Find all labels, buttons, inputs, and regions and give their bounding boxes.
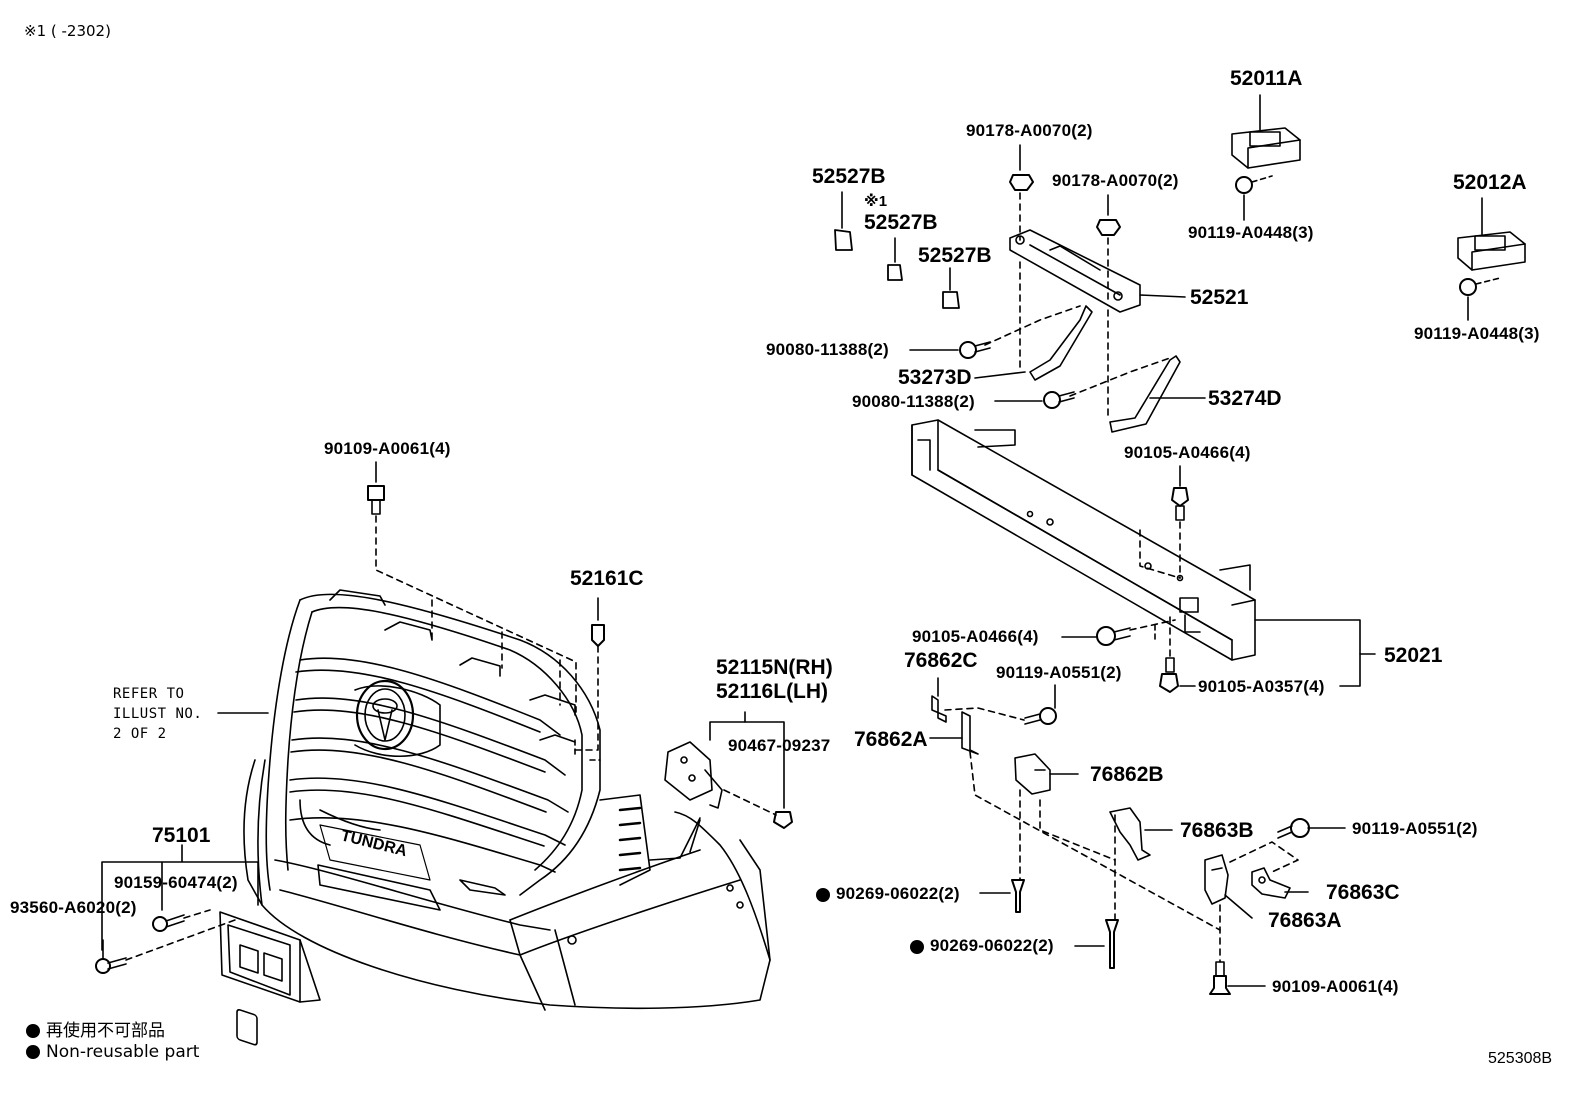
- label-76862B: 76862B: [1090, 763, 1164, 786]
- label-90178-b: 90178-A0070(2): [1052, 171, 1179, 190]
- label-90109-bottom: 90109-A0061(4): [1272, 977, 1399, 996]
- clip-52527B-c: [942, 267, 960, 309]
- bolt-90159: [152, 914, 185, 932]
- header-note: ※1 ( -2302): [24, 22, 111, 40]
- label-90119-A0448-b: 90119-A0448(3): [1414, 324, 1540, 343]
- support-52521: [1009, 229, 1141, 313]
- bracket-76862B: [1014, 753, 1051, 795]
- label-90159: 90159-60474(2): [114, 873, 238, 892]
- label-90269-a-text: 90269-06022(2): [836, 884, 960, 903]
- label-52021: 52021: [1384, 644, 1443, 667]
- label-90080-b: 90080-11388(2): [852, 392, 975, 411]
- non-reusable-marker: [816, 887, 830, 902]
- label-90467: 90467-09237: [728, 736, 831, 755]
- label-52115N: 52115N(RH): [716, 656, 833, 679]
- non-reusable-marker: [26, 1024, 40, 1038]
- tundra-emblem-text: TUNDRA: [339, 827, 409, 860]
- clip-52161C: [591, 597, 605, 647]
- label-90109-top: 90109-A0061(4): [324, 439, 451, 458]
- label-76862A: 76862A: [854, 728, 928, 751]
- bolt-90105-mid: [1096, 626, 1131, 646]
- label-90105-top: 90105-A0466(4): [1124, 443, 1251, 462]
- label-90105-A0357: 90105-A0357(4): [1198, 677, 1325, 696]
- figure-id: 525308B: [1488, 1050, 1553, 1067]
- nut-90178-a: [1009, 144, 1034, 191]
- label-76863A: 76863A: [1268, 909, 1342, 932]
- label-52527B-note: ※1: [864, 193, 888, 210]
- refer-note-line-1: REFER TO: [113, 686, 185, 702]
- label-52011A: 52011A: [1230, 67, 1303, 90]
- refer-note: REFER TO ILLUST NO. 2 OF 2: [113, 684, 202, 744]
- bolt-90080-b: [1043, 391, 1075, 409]
- refer-note-line-3: 2 OF 2: [113, 726, 167, 742]
- label-90080-a: 90080-11388(2): [766, 340, 889, 359]
- bolt-90109-top: [367, 461, 385, 515]
- bolt-93560: [95, 939, 127, 974]
- label-90269-a: 90269-06022(2): [816, 885, 960, 902]
- brace-53273D: [1029, 305, 1093, 381]
- label-90269-b: 90269-06022(2): [910, 937, 1054, 954]
- clip-52527B-a: [834, 191, 853, 251]
- bracket-76863C: [1251, 867, 1291, 899]
- brace-53274D: [1109, 355, 1181, 433]
- label-76862C: 76862C: [904, 649, 978, 672]
- label-90119-A0551-a: 90119-A0551(2): [996, 663, 1122, 682]
- clip-90269-b: [1105, 919, 1119, 969]
- bracket-76863A: [1204, 854, 1229, 905]
- label-52521: 52521: [1190, 286, 1249, 309]
- label-90119-A0448-a: 90119-A0448(3): [1188, 223, 1314, 242]
- label-90269-b-text: 90269-06022(2): [930, 936, 1054, 955]
- nut-90178-b: [1096, 194, 1121, 236]
- label-52161C: 52161C: [570, 567, 644, 590]
- label-90105-mid: 90105-A0466(4): [912, 627, 1039, 646]
- bracket-52115N: [664, 741, 723, 809]
- bracket-76862A: [961, 711, 979, 755]
- bracket-76862C: [931, 677, 947, 723]
- label-52012A: 52012A: [1453, 171, 1527, 194]
- label-53273D: 53273D: [898, 366, 972, 389]
- label-76863B: 76863B: [1180, 819, 1254, 842]
- label-52116L: 52116L(LH): [716, 680, 829, 703]
- leader-93560-bracket: [125, 919, 236, 961]
- non-reusable-marker: [26, 1045, 40, 1059]
- label-75101: 75101: [152, 824, 211, 847]
- bolt-90109-bottom: [1209, 961, 1231, 995]
- bracket-52012A: [1457, 197, 1526, 321]
- bolt-90119-A0551-b: [1277, 818, 1310, 839]
- legend-jp-text: 再使用不可部品: [46, 1021, 165, 1041]
- label-93560: 93560-A6020(2): [10, 898, 137, 917]
- bolt-90105-top: [1171, 465, 1189, 521]
- label-90178-a: 90178-A0070(2): [966, 121, 1093, 140]
- nut-90467: [773, 811, 793, 829]
- clip-52527B-b: [887, 237, 903, 281]
- legend-jp: 再使用不可部品: [26, 1016, 165, 1041]
- bumper-reinforcement-52021: [911, 419, 1256, 661]
- label-90119-A0551-b: 90119-A0551(2): [1352, 819, 1478, 838]
- legend-en-text: Non-reusable part: [46, 1042, 200, 1062]
- clip-90269-a: [1011, 879, 1025, 913]
- label-52527B-b: 52527B: [864, 211, 938, 234]
- non-reusable-marker: [910, 939, 924, 954]
- refer-note-line-2: ILLUST NO.: [113, 706, 203, 722]
- license-plate-bracket-drawing: [219, 911, 321, 1046]
- legend-en: Non-reusable part: [26, 1042, 199, 1062]
- label-76863C: 76863C: [1326, 881, 1400, 904]
- bracket-52011A: [1231, 94, 1301, 221]
- label-52527B-a: 52527B: [812, 165, 886, 188]
- bolt-90080-a: [959, 341, 991, 359]
- label-52527B-c: 52527B: [918, 244, 992, 267]
- bracket-76863B: [1109, 807, 1151, 861]
- bolt-90105-A0357: [1159, 657, 1179, 693]
- label-53274D: 53274D: [1208, 387, 1282, 410]
- bolt-90119-A0551-a: [1024, 684, 1057, 725]
